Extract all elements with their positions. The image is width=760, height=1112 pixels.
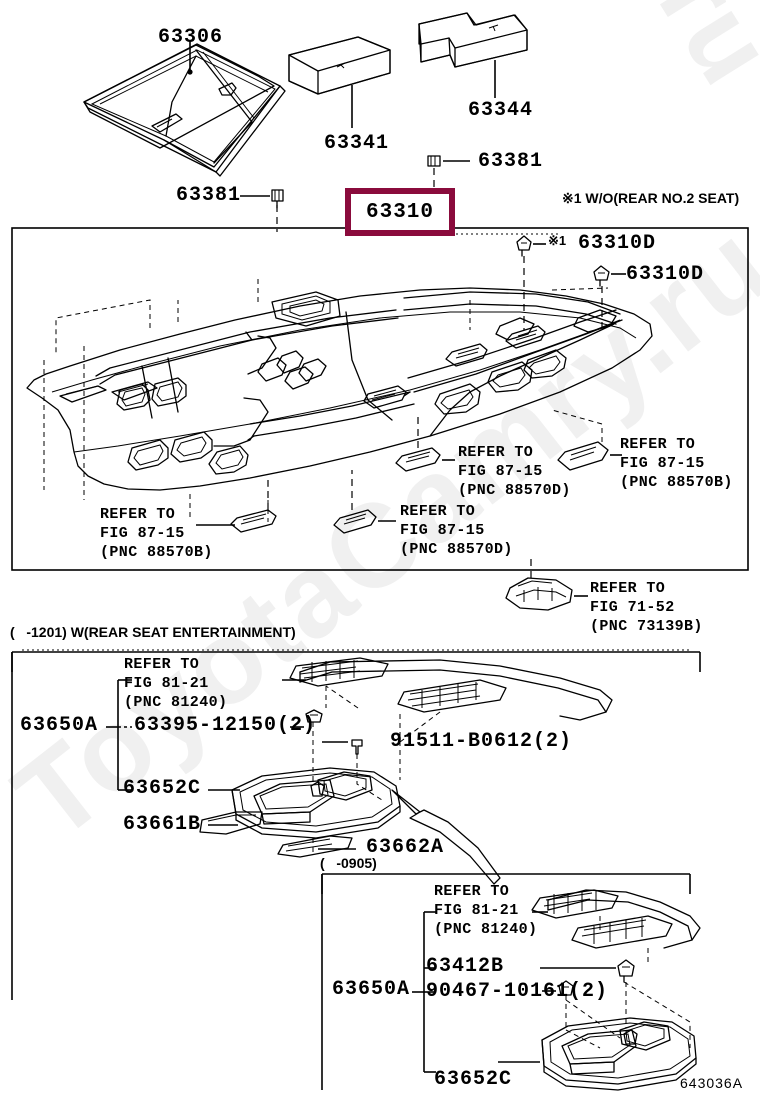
illustration-clip-63310d-a: [495, 235, 546, 341]
note-rear-seat: ※1 W/O(REAR NO.2 SEAT): [562, 190, 740, 206]
refer-block-3-line2: FIG 87-15: [458, 463, 543, 480]
illustration-assist-grip-refs: [196, 409, 622, 611]
refer-block-3-line1: REFER TO: [458, 444, 534, 461]
lower-section-bracket: [321, 873, 691, 1090]
highlighted-part-number-63310[interactable]: 63310: [345, 188, 455, 236]
part-number-63341: 63341: [324, 132, 390, 155]
refer-block-4-line3: (PNC 88570B): [620, 474, 733, 491]
refer-block-2-line2: FIG 87-15: [400, 522, 485, 539]
refer-block-1-line2: FIG 87-15: [100, 525, 185, 542]
refer-block-4-line2: FIG 87-15: [620, 455, 705, 472]
figure-id: 643036A: [680, 1075, 744, 1091]
illustration-headliner-63310: [26, 276, 653, 522]
part-number-63652c-upper: 63652C: [123, 777, 202, 800]
refer-block-5-line3: (PNC 73139B): [590, 618, 703, 635]
part-number-63395-12150: 63395-12150(2): [134, 714, 317, 737]
upper-section-bracket: [11, 649, 701, 1000]
illustration-sunshade-63306: [83, 40, 286, 177]
part-number-63661b: 63661B: [123, 813, 202, 836]
refer-block-1-line3: (PNC 88570B): [100, 544, 213, 561]
upper-section-header: ( -1201) W(REAR SEAT ENTERTAINMENT): [10, 624, 296, 640]
part-number-63662a: 63662A: [366, 836, 445, 859]
lower-section-header: ( -0905): [320, 855, 377, 871]
refer-block-1-line1: REFER TO: [100, 506, 176, 523]
lower-refer-line3: (PNC 81240): [434, 921, 538, 938]
part-number-91511-b0612: 91511-B0612(2): [390, 730, 573, 753]
lower-group-bracket: [412, 911, 436, 1073]
part-number-63652c-lower: 63652C: [434, 1068, 513, 1091]
refer-block-5-line2: FIG 71-52: [590, 599, 675, 616]
part-number-63412b: 63412B: [426, 955, 505, 978]
illustration-pad-63341: [288, 36, 391, 128]
part-number-63344: 63344: [468, 99, 534, 122]
illustration-console-lower: [498, 889, 701, 1091]
lower-refer-line1: REFER TO: [434, 883, 510, 900]
illustration-console-upper: [199, 657, 613, 885]
lower-refer-line2: FIG 81-21: [434, 902, 519, 919]
upper-group-bracket: [106, 679, 132, 791]
upper-group-label-63650a: 63650A: [20, 714, 99, 737]
refer-block-2-line1: REFER TO: [400, 503, 476, 520]
part-number-63381-right: 63381: [478, 150, 544, 173]
part-number-63310d-b: 63310D: [626, 263, 705, 286]
note-mark-63310d: ※1: [548, 233, 567, 248]
part-number-63310d-a: 63310D: [578, 232, 657, 255]
illustration-clip-63381-left: [240, 189, 284, 232]
refer-block-5-line1: REFER TO: [590, 580, 666, 597]
lower-group-label-63650a: 63650A: [332, 978, 411, 1001]
upper-refer-line2: FIG 81-21: [124, 675, 209, 692]
refer-block-3-line3: (PNC 88570D): [458, 482, 571, 499]
upper-refer-line1: REFER TO: [124, 656, 200, 673]
part-number-63306: 63306: [158, 26, 224, 49]
refer-block-2-line3: (PNC 88570D): [400, 541, 513, 558]
illustration-clip-63310d-b: [469, 265, 626, 333]
illustration-pad-63344: [418, 12, 528, 98]
upper-refer-line3: (PNC 81240): [124, 694, 228, 711]
part-number-90467-10161: 90467-10161(2): [426, 980, 609, 1003]
refer-block-4-line1: REFER TO: [620, 436, 696, 453]
part-number-63381-left: 63381: [176, 184, 242, 207]
